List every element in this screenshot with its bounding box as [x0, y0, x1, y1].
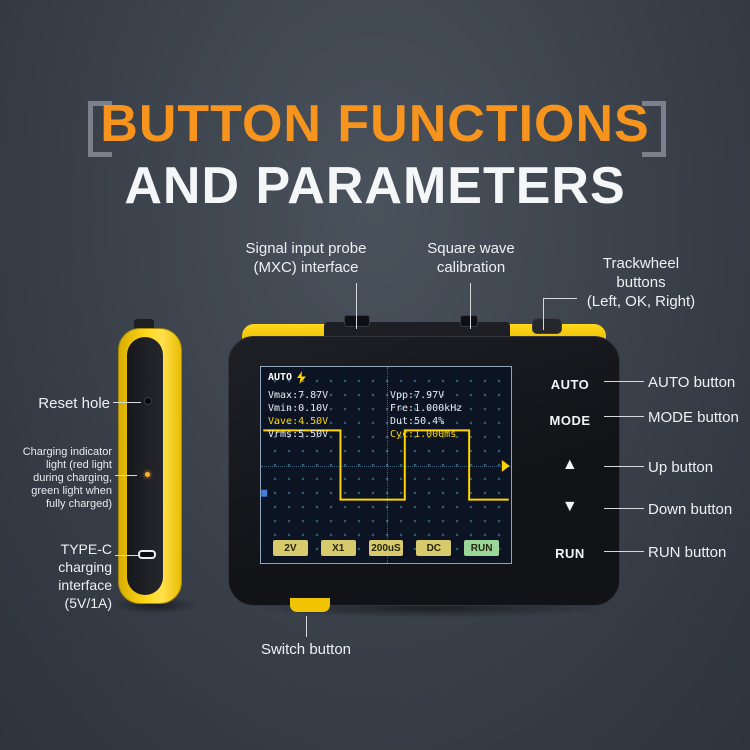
- page-title-line1: BUTTON FUNCTIONS: [100, 95, 650, 153]
- trackwheel: [532, 318, 562, 334]
- switch-button: [290, 598, 330, 612]
- mode-indicator: AUTO: [268, 372, 293, 383]
- device-down-button: ▼: [561, 498, 579, 515]
- charging-indicator-led: [145, 472, 150, 477]
- measurement: Vmax:7.87V: [268, 390, 329, 401]
- leader-line-mode: [604, 416, 644, 417]
- leader-line-up: [604, 466, 644, 467]
- device-front-view: AUTO Vmax:7.87V Vmin:0.10V Vave:4.50V Vr…: [228, 315, 620, 612]
- channel-marker-icon: [261, 489, 268, 497]
- measurement: Vave:4.50V: [268, 416, 329, 427]
- bracket-left-icon: [88, 101, 112, 157]
- leader-line-trackwheel-v: [543, 298, 544, 330]
- vertical-axis: [387, 367, 388, 563]
- leader-line-auto: [604, 381, 644, 382]
- device-run-button: RUN: [555, 546, 585, 561]
- callout-typec: TYPE-C charging interface (5V/1A): [58, 541, 112, 611]
- softkey-run: RUN: [464, 540, 499, 556]
- device-side-view: [118, 319, 182, 604]
- callout-square-wave: Square wave calibration: [427, 240, 515, 276]
- callout-signal-input: Signal input probe (MXC) interface: [245, 240, 367, 276]
- measurement: Dut:50.4%: [390, 416, 445, 427]
- measurement: Vmin:0.10V: [268, 403, 329, 414]
- leader-line-charging: [115, 475, 137, 476]
- mxc-probe-connector: [344, 315, 370, 327]
- measurement: Cyc:1.000ms: [390, 429, 457, 440]
- measurements-left: Vmax:7.87V Vmin:0.10V Vave:4.50V Vrms:5.…: [268, 389, 328, 441]
- device-auto-button: AUTO: [550, 377, 590, 392]
- leader-line-trackwheel-h: [543, 298, 577, 299]
- softkey-timebase: 200uS: [368, 540, 404, 556]
- measurement: Vrms:5.50V: [268, 429, 329, 440]
- softkey-volts: 2V: [273, 540, 308, 556]
- battery-bolt-icon: [297, 371, 307, 384]
- measurement: Fre:1.000kHz: [390, 403, 463, 414]
- horizontal-axis: [261, 466, 511, 467]
- device-mode-button: MODE: [549, 413, 591, 428]
- callout-down-button: Down button: [648, 501, 733, 518]
- leader-line-reset: [113, 402, 141, 403]
- callout-auto-button: AUTO button: [648, 374, 736, 391]
- measurements-right: Vpp:7.97V Fre:1.000kHz Dut:50.4% Cyc:1.0…: [390, 389, 462, 441]
- page-title-line2: AND PARAMETERS: [124, 157, 626, 215]
- leader-line-square-wave: [470, 283, 471, 329]
- callout-trackwheel: Trackwheel buttons (Left, OK, Right): [586, 255, 696, 310]
- leader-line-down: [604, 508, 644, 509]
- oscilloscope-screen: AUTO Vmax:7.87V Vmin:0.10V Vave:4.50V Vr…: [260, 366, 512, 564]
- callout-switch-button: Switch button: [260, 641, 352, 658]
- leader-line-switch: [306, 616, 307, 637]
- leader-line-typec: [115, 555, 139, 556]
- waveform-trace: [261, 429, 510, 501]
- callout-mode-button: MODE button: [648, 409, 739, 426]
- softkey-coupling: DC: [416, 540, 452, 556]
- callout-charging-indicator: Charging indicator light (red light duri…: [22, 446, 112, 510]
- device-up-button: ▲: [561, 456, 579, 473]
- square-wave-cal-connector: [460, 315, 478, 327]
- reset-hole: [145, 398, 151, 404]
- typec-port: [138, 550, 156, 559]
- callout-reset-hole: Reset hole: [38, 395, 110, 412]
- screen-softkey-row: 2V X1 200uS DC RUN: [273, 540, 499, 556]
- measurement: Vpp:7.97V: [390, 390, 445, 401]
- callout-run-button: RUN button: [648, 544, 727, 561]
- trigger-arrow-icon: [501, 460, 510, 472]
- bracket-right-icon: [642, 101, 666, 157]
- screen-status-bar: AUTO: [268, 371, 307, 384]
- softkey-probe: X1: [320, 540, 356, 556]
- leader-line-run: [604, 551, 644, 552]
- leader-line-signal-input: [356, 283, 357, 329]
- callout-up-button: Up button: [648, 459, 714, 476]
